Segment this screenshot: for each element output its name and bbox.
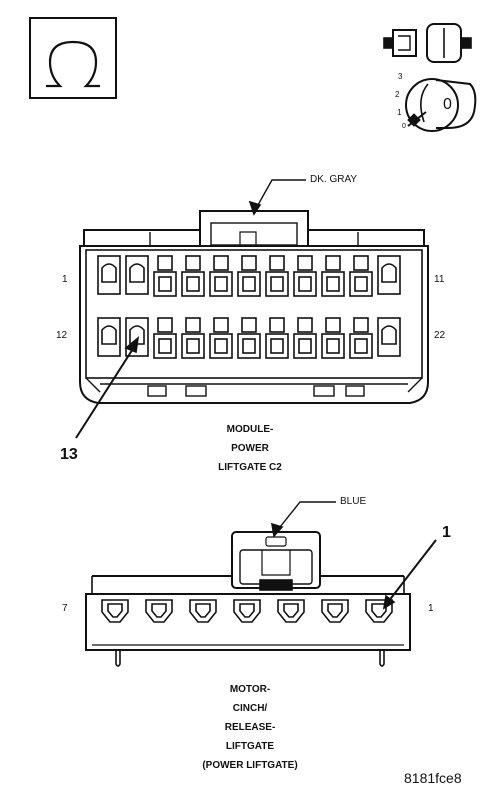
motor-connector-name: MOTOR- CINCH/ RELEASE- LIFTGATE (POWER L… [160,680,340,775]
key-position-0: 0 [402,123,406,130]
cavity-20 [321,317,345,359]
module-pin-22-label: 22 [434,330,446,341]
module-pin-11-label: 11 [434,274,445,285]
key-position-2: 2 [395,90,400,99]
module-name-line-2: POWER [231,443,269,454]
cavity-15 [181,317,205,359]
motor-name-line-2: CINCH/ [232,703,268,714]
cavity-1 [97,255,121,295]
cavity-7 [265,255,289,297]
motor-cavity-6 [145,599,173,623]
cavity-12 [97,317,121,357]
motor-cavity-2 [321,599,349,623]
figure-code: 8181fce8 [404,770,462,786]
motor-pin-1-label: 1 [428,603,434,614]
cavity-17 [237,317,261,359]
cavity-16 [209,317,233,359]
motor-wire-color-label: BLUE [340,496,367,507]
ohm-meter-icon [29,17,117,99]
motor-pin-7-label: 7 [62,603,68,614]
cavity-9 [321,255,345,297]
ignition-key-icon [405,78,477,132]
motor-name-line-3: RELEASE- [224,722,276,733]
cavity-13 [125,317,149,357]
cavity-19 [293,317,317,359]
cavity-2 [125,255,149,295]
motor-connector-body [85,531,411,667]
motor-name-line-5: (POWER LIFTGATE) [202,760,298,771]
cavity-5 [209,255,233,297]
cavity-11 [377,255,401,295]
motor-cavity-5 [189,599,217,623]
module-connector-name: MODULE- POWER LIFTGATE C2 [190,420,310,477]
module-pin-12-label: 12 [56,330,68,341]
module-pin-1-label: 1 [62,274,68,285]
cavity-4 [181,255,205,297]
cavity-8 [293,255,317,297]
cavity-22 [377,317,401,357]
connector-plug-icon [383,23,472,63]
module-name-line-3: LIFTGATE C2 [218,462,282,473]
cavity-21 [349,317,373,359]
cavity-10 [349,255,373,297]
key-position-3: 3 [398,72,403,81]
module-connector-body [79,210,429,404]
cavity-3 [153,255,177,297]
cavity-18 [265,317,289,359]
motor-cavity-7 [101,599,129,623]
cavity-6 [237,255,261,297]
motor-cavity-3 [277,599,305,623]
key-position-1: 1 [397,108,402,117]
cavity-14 [153,317,177,359]
motor-callout-pin-1: 1 [442,524,451,541]
motor-name-line-4: LIFTGATE [225,741,275,752]
motor-cavity-4 [233,599,261,623]
module-wire-color-label: DK. GRAY [310,174,358,185]
key-label: 0 [443,96,452,113]
module-name-line-1: MODULE- [226,424,274,435]
motor-name-line-1: MOTOR- [229,684,271,695]
module-callout-pin-13: 13 [60,446,78,463]
